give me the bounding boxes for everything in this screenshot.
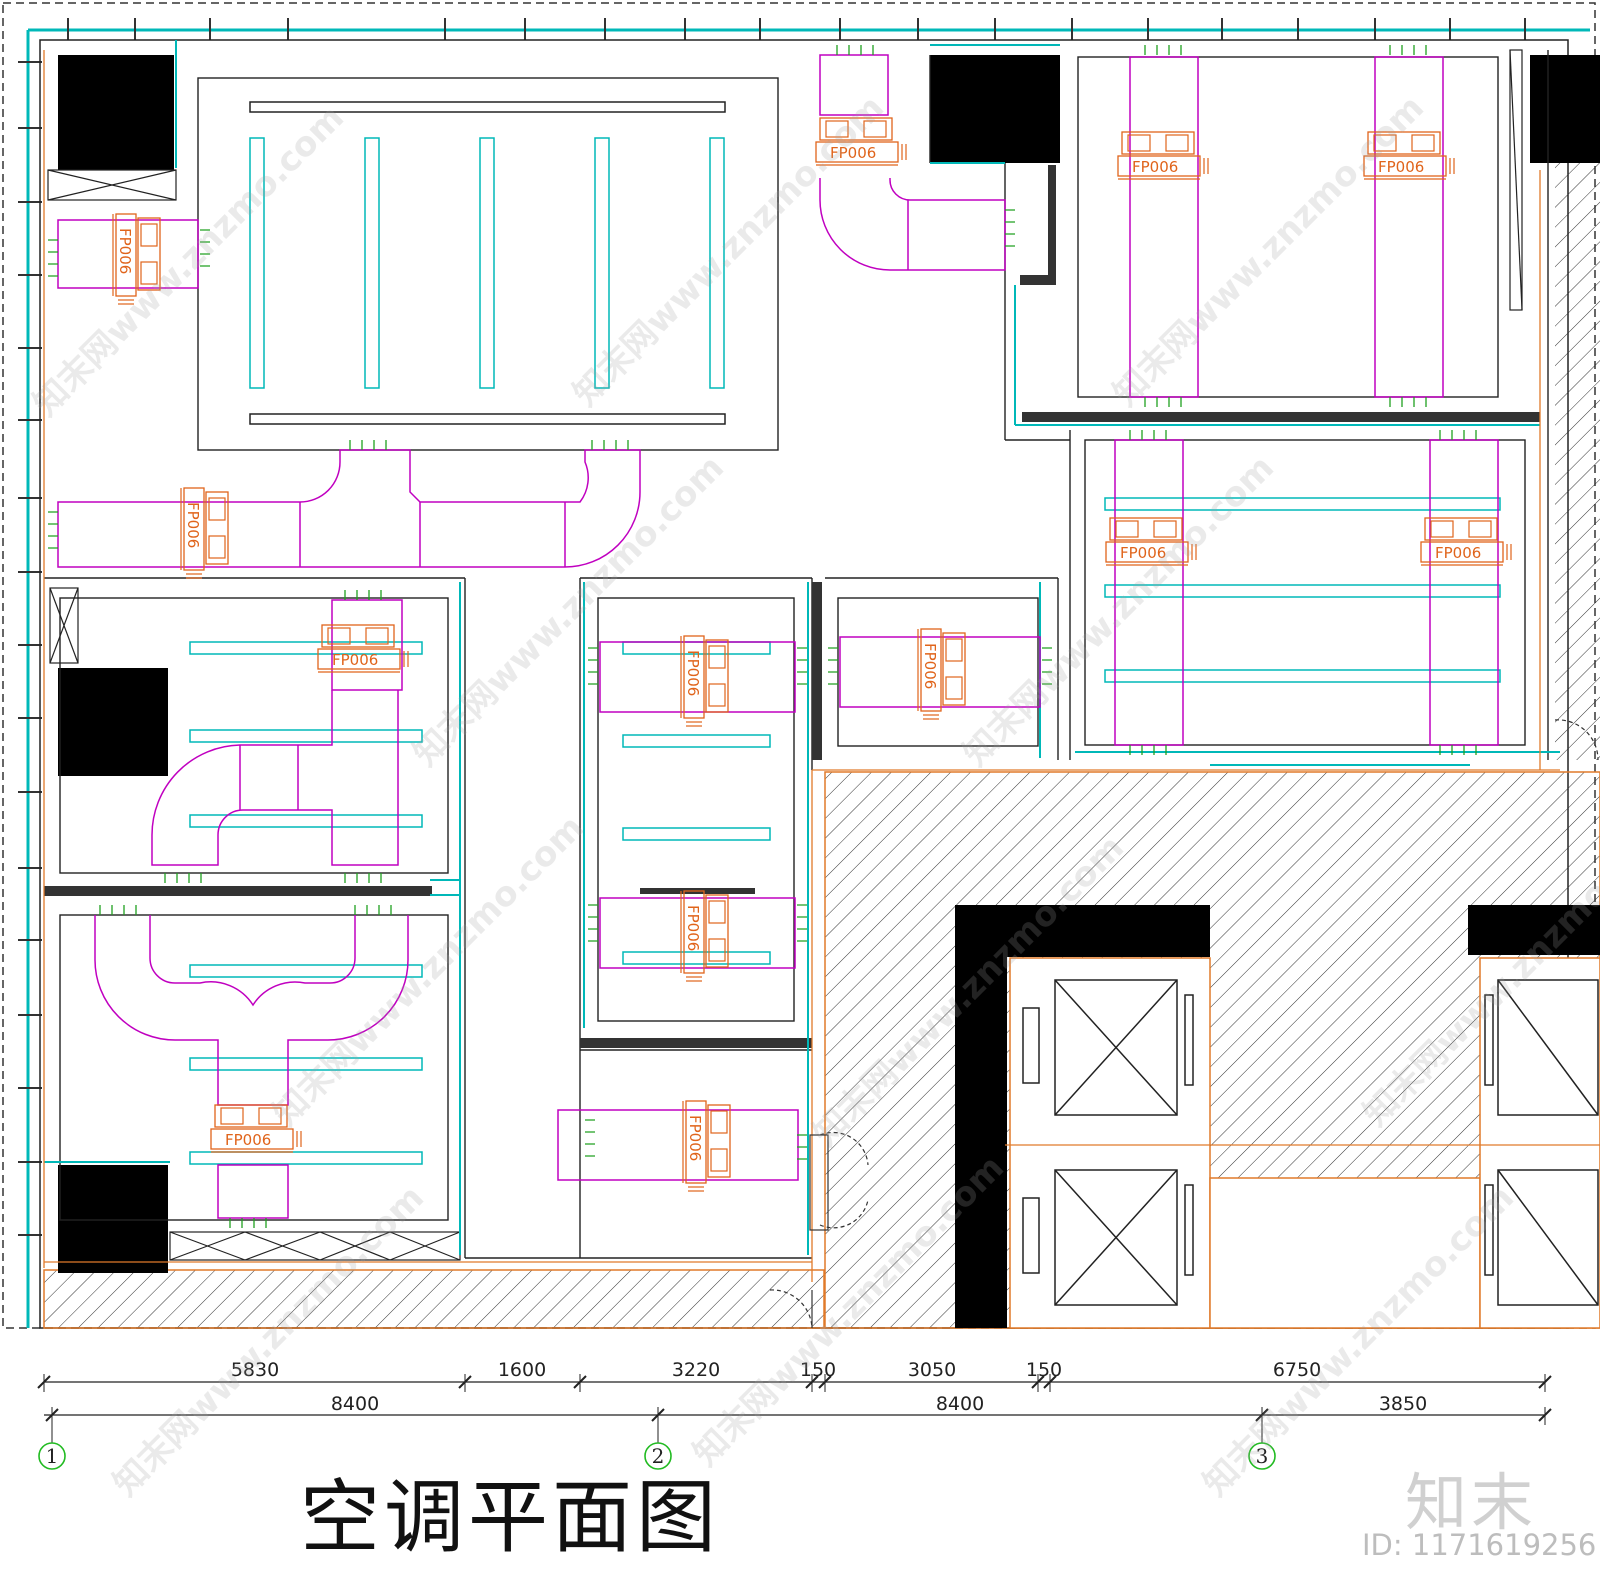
- axis-markers: 1 2 3: [38, 1415, 1276, 1470]
- doors: [769, 719, 1599, 1329]
- service-shafts: [47, 49, 1523, 1261]
- linear-diffusers: [189, 101, 1501, 1165]
- lift-right: [1479, 957, 1600, 1329]
- mullion-ticks: [18, 18, 1526, 1236]
- fan-coil-unit: FP006: [815, 117, 907, 166]
- fan-coil-label: FP006: [1120, 544, 1166, 562]
- dimension-label: 5830: [231, 1359, 279, 1381]
- fan-coil-label: FP006: [684, 650, 702, 696]
- fan-coil-unit: FP006: [112, 213, 161, 305]
- dimension-labels-top: 5830 1600 3220 150 3050 150 6750: [231, 1359, 1321, 1381]
- fan-coil-label: FP006: [332, 651, 378, 669]
- fan-coil-unit: FP006: [680, 635, 729, 727]
- axis-circle: [1248, 1442, 1276, 1470]
- fan-coil-unit: FP006: [180, 487, 229, 579]
- dimension-label: 8400: [936, 1393, 984, 1415]
- axis-label: 2: [652, 1444, 665, 1468]
- fan-coil-label: FP006: [116, 228, 134, 274]
- fan-coil-label: FP006: [1132, 158, 1178, 176]
- core-wall-right: [1468, 905, 1600, 955]
- structural-columns: [58, 55, 1600, 1273]
- fan-coil-label: FP006: [921, 643, 939, 689]
- lift-lobby-b: [1209, 1177, 1481, 1329]
- dimension-labels-axis: 8400 8400 3850: [331, 1393, 1427, 1415]
- core-wall-left: [955, 905, 1007, 1328]
- glass-partitions: [44, 40, 1560, 1255]
- dimension-label: 150: [800, 1359, 836, 1381]
- hatch-right-column: [1555, 160, 1600, 760]
- drawing-id: ID: 1171619256: [1362, 1528, 1597, 1562]
- dimension-label: 1600: [498, 1359, 546, 1381]
- dimension-label: 3050: [908, 1359, 956, 1381]
- axis-circle: [38, 1442, 66, 1470]
- brand-logo: 知末: [1405, 1466, 1538, 1539]
- dimension-lines: [44, 1381, 1545, 1416]
- fan-coil-unit: FP006: [1117, 131, 1209, 180]
- supply-grilles: [48, 45, 1477, 1228]
- axis-circle: [644, 1442, 672, 1470]
- dimension-label: 6750: [1273, 1359, 1321, 1381]
- fan-coil-unit: FP006: [680, 890, 729, 982]
- axis-label: 3: [1256, 1444, 1269, 1468]
- fan-coil-label: FP006: [830, 144, 876, 162]
- lift-lobby: [1009, 957, 1211, 1329]
- drawing-title: 空调平面图: [300, 1471, 720, 1564]
- core-wall-top: [955, 905, 1210, 957]
- fan-coil-unit: FP006: [210, 1104, 302, 1153]
- fan-coil-unit: FP006: [682, 1100, 731, 1192]
- fan-coil-unit: FP006: [1363, 131, 1455, 180]
- fan-coil-label: FP006: [184, 502, 202, 548]
- finish-lines: [43, 50, 1600, 1282]
- fan-coil-label: FP006: [686, 1115, 704, 1161]
- fan-coil-unit: FP006: [917, 628, 966, 720]
- fan-coil-unit: FP006: [1420, 517, 1512, 566]
- fan-coil-label: FP006: [1378, 158, 1424, 176]
- axis-label: 1: [46, 1444, 59, 1468]
- fan-coil-unit: FP006: [317, 624, 409, 673]
- fan-coil-label: FP006: [225, 1131, 271, 1149]
- dimension-label: 150: [1026, 1359, 1062, 1381]
- fan-coil-label: FP006: [1435, 544, 1481, 562]
- hatch-bottom: [43, 1269, 825, 1329]
- fan-coil-unit: FP006: [1105, 517, 1197, 566]
- dimension-label: 3220: [672, 1359, 720, 1381]
- elevator-shafts: [1022, 979, 1599, 1306]
- dimension-label: 3850: [1379, 1393, 1427, 1415]
- fan-coil-label: FP006: [684, 905, 702, 951]
- dimension-label: 8400: [331, 1393, 379, 1415]
